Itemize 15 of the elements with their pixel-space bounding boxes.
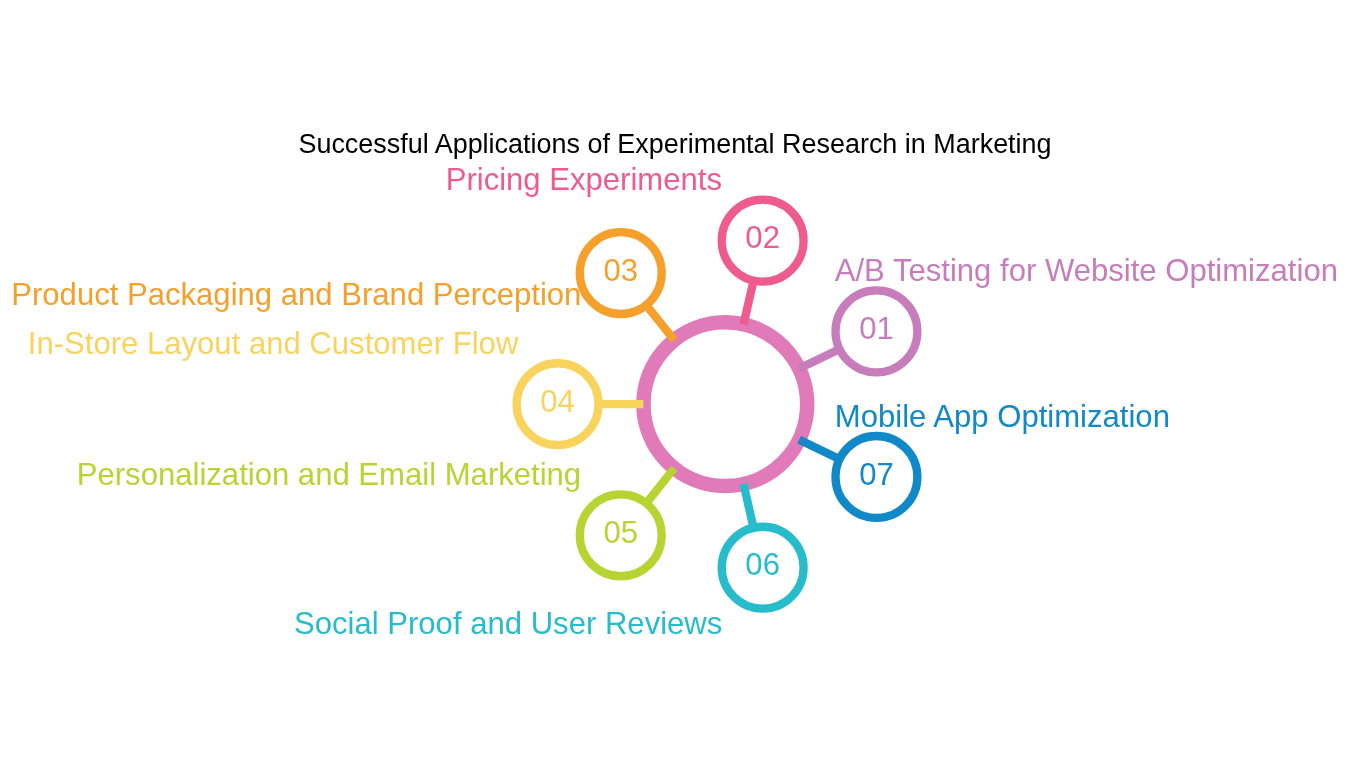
connector xyxy=(739,482,758,528)
node-circle: 02 xyxy=(717,195,808,286)
node-circle: 04 xyxy=(512,358,603,449)
node-circle xyxy=(636,314,815,493)
node-label: Mobile App Optimization xyxy=(834,398,1170,434)
node-label: Personalization and Email Marketing xyxy=(76,456,582,492)
node-label: In-Store Layout and Customer Flow xyxy=(27,325,519,361)
node-label: A/B Testing for Website Optimization xyxy=(834,252,1338,288)
node-circle: 07 xyxy=(831,431,922,522)
connector xyxy=(643,465,678,506)
connector xyxy=(643,302,678,343)
node-circle: 06 xyxy=(717,522,808,613)
diagram-title: Successful Applications of Experimental Research in Marketing xyxy=(298,128,1052,159)
node-circle: 01 xyxy=(831,285,922,376)
node-label: Pricing Experiments xyxy=(445,161,723,197)
